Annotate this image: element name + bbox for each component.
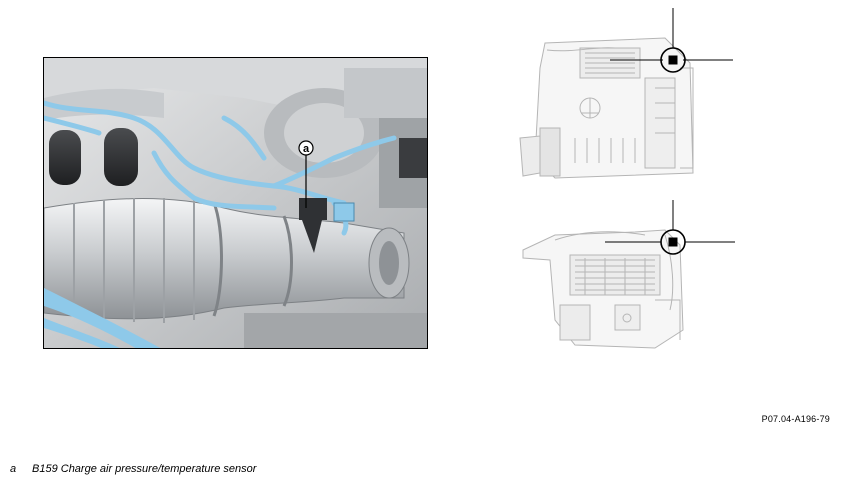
ignition-coil-icon (49, 128, 138, 186)
wiring-harness (44, 100, 397, 236)
legend-key: a (10, 463, 17, 475)
sensor-location-marker (610, 8, 733, 73)
callout-bubble (298, 140, 314, 156)
engine-bay-drawing: a (44, 58, 427, 348)
legend-text: B159 Charge air pressure/temperature sen… (32, 463, 257, 475)
engine-bay-illustration: a (43, 57, 428, 349)
locator-side-view (515, 200, 740, 360)
locator-top-view (515, 8, 740, 188)
callout-letter: a (303, 143, 310, 155)
engine-top-view-drawing (519, 8, 733, 179)
figure-code: P07.04-A196-79 (761, 414, 830, 424)
sensor-location-marker-side (605, 200, 735, 255)
engine-side-view-drawing (522, 200, 735, 349)
legend: a B159 Charge air pressure/temperature se… (10, 463, 256, 475)
